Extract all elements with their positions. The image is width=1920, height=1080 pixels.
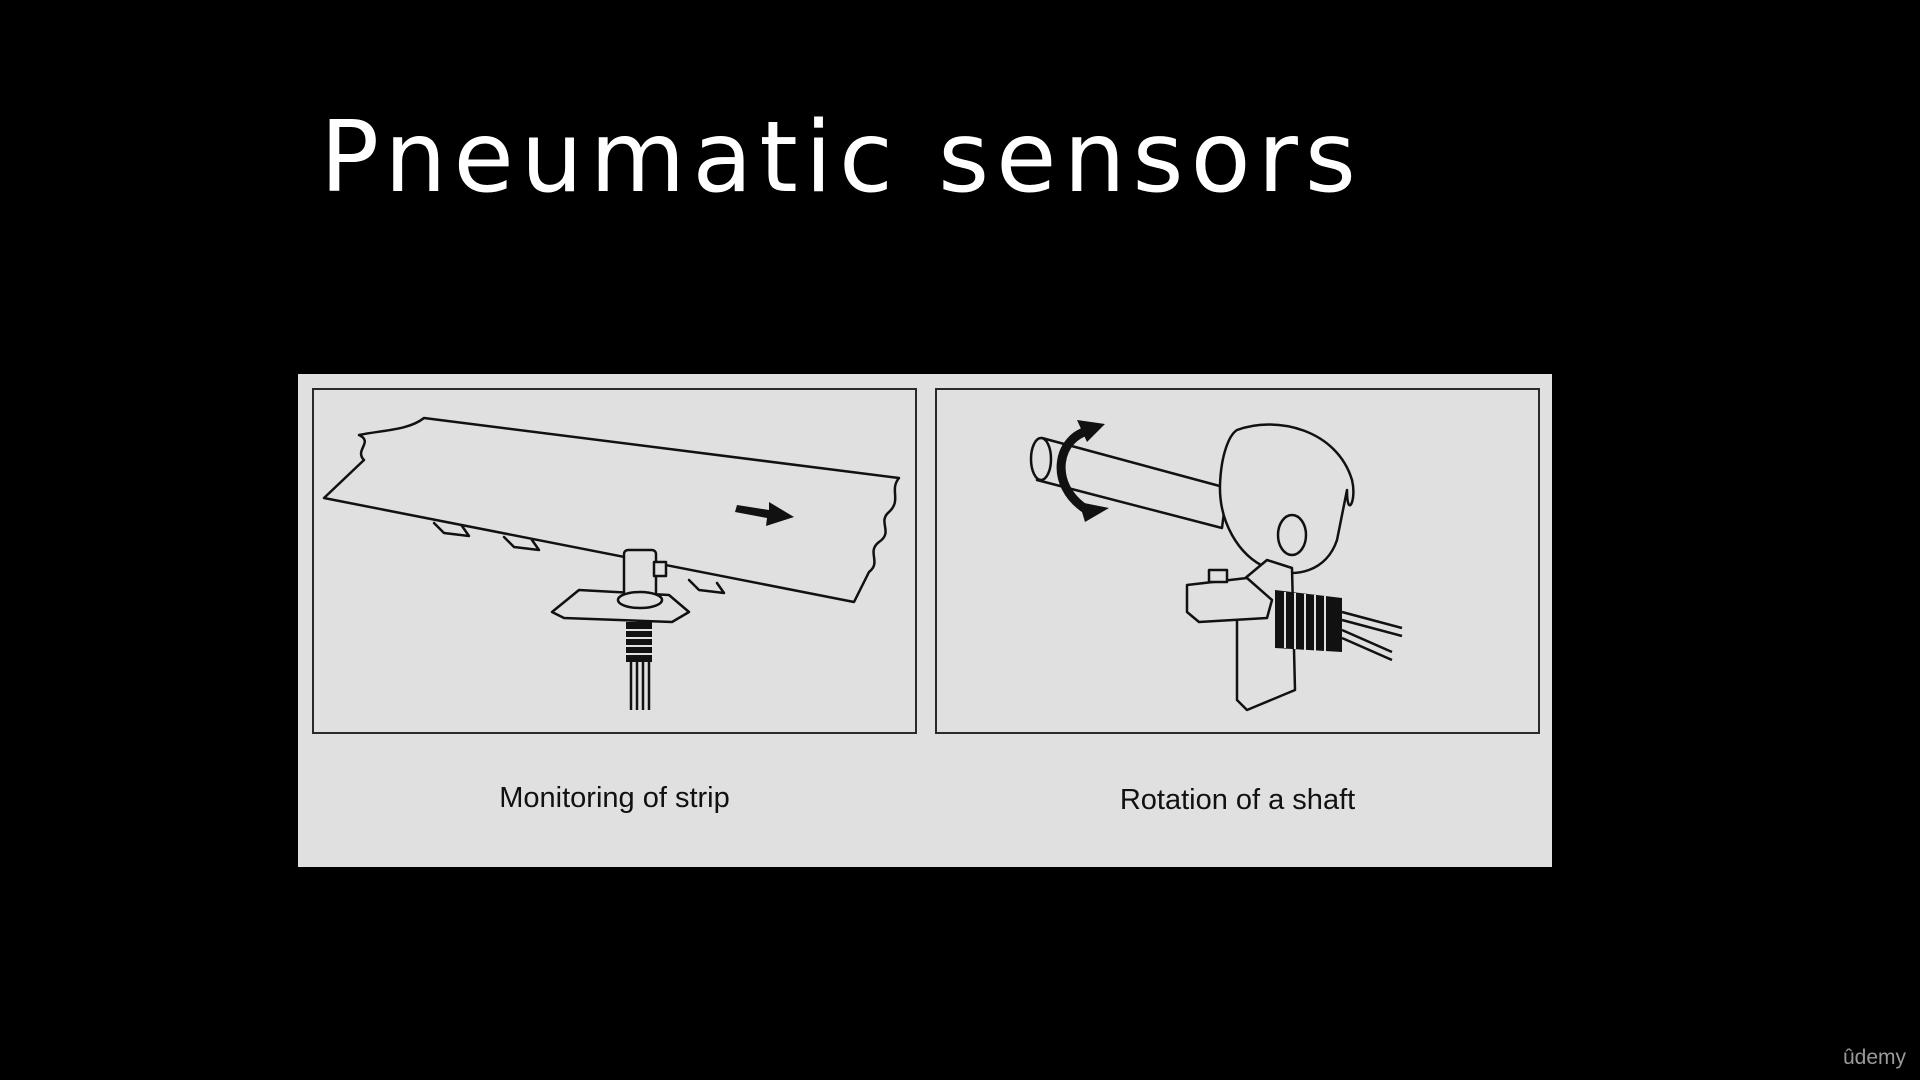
- sensor-lead: [629, 662, 639, 710]
- strip-sheet: [322, 416, 901, 604]
- sensor-block: [1185, 576, 1274, 624]
- slide-title: Pneumatic sensors: [320, 101, 1363, 215]
- strip-tab: [687, 578, 726, 595]
- udemy-logo: ûdemy: [1842, 1046, 1906, 1069]
- shaft-rotation-caption: Rotation of a shaft: [1119, 784, 1356, 816]
- sensor-lead: [1341, 628, 1393, 662]
- shaft-rotation-panel: [935, 388, 1540, 734]
- right-arrow-icon: [735, 502, 794, 526]
- strip-monitoring-illustration: [322, 416, 901, 710]
- strip-monitoring-panel: [312, 388, 917, 734]
- shaft-rotation-illustration: [1029, 420, 1403, 712]
- strip-monitoring-caption: Monitoring of strip: [499, 782, 730, 814]
- sensor-lead: [1341, 610, 1403, 638]
- strip-tab: [432, 521, 471, 538]
- figure: Monitoring of strip Rotation of a shaft: [298, 374, 1552, 867]
- sensor-lead: [641, 662, 651, 710]
- strip-tab: [502, 535, 541, 552]
- sensor-thread: [626, 622, 652, 662]
- rotation-arrow-icon: [1056, 425, 1097, 515]
- rotating-disc: [1218, 423, 1355, 575]
